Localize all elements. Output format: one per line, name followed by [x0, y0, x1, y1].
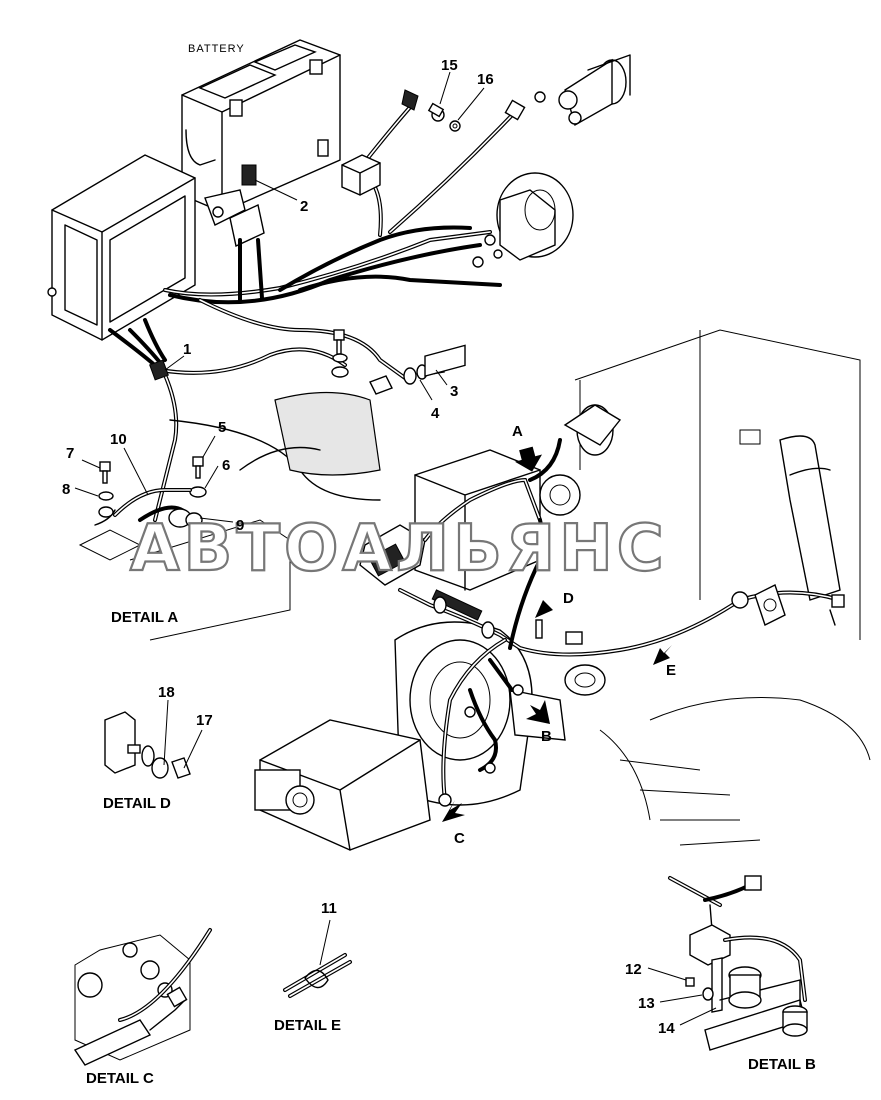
detail-a-label: DETAIL A	[111, 609, 178, 626]
view-letter-d: D	[563, 590, 574, 607]
terminal-15-16	[401, 89, 546, 132]
callout-9: 9	[236, 517, 244, 534]
engine-block	[574, 329, 871, 846]
detail-b-drawing	[668, 875, 808, 1051]
control-box	[47, 154, 196, 341]
callout-1: 1	[183, 341, 191, 358]
callout-4: 4	[431, 405, 440, 422]
view-arrow-letters: A B C D E	[454, 423, 676, 847]
callout-numbers: 1 2 3 4 5 6 7 8 9 10 11 12 13 14 15 16 1…	[62, 57, 675, 1037]
view-arrows	[442, 446, 672, 822]
callout-8: 8	[62, 481, 70, 498]
alternator	[472, 172, 574, 268]
detail-c-drawing	[73, 928, 212, 1066]
view-letter-a: A	[512, 423, 523, 440]
callout-11: 11	[321, 900, 337, 917]
callout-15: 15	[441, 57, 458, 74]
starter-motor-top	[558, 54, 631, 127]
view-letter-c: C	[454, 830, 465, 847]
detail-b-label: DETAIL B	[748, 1056, 816, 1073]
relay-module	[341, 154, 381, 196]
detail-a-drawing	[78, 391, 381, 641]
callout-10: 10	[110, 431, 127, 448]
callout-12: 12	[625, 961, 642, 978]
detail-c-label: DETAIL C	[86, 1070, 154, 1087]
leader-lines	[74, 71, 717, 1026]
control-module-a	[359, 524, 426, 586]
callout-2: 2	[300, 198, 308, 215]
pump-harness	[398, 438, 845, 807]
view-letter-b: B	[541, 728, 552, 745]
view-letter-e: E	[666, 662, 676, 679]
battery	[181, 39, 341, 213]
callout-14: 14	[658, 1020, 675, 1037]
detail-labels: DETAIL A DETAIL B DETAIL C DETAIL D DETA…	[86, 609, 816, 1087]
relay-bracket	[204, 189, 265, 248]
battery-label: BATTERY	[188, 43, 245, 55]
callout-16: 16	[477, 71, 494, 88]
callout-13: 13	[638, 995, 655, 1012]
watermark: АВТОАЛЬЯНС	[130, 512, 668, 586]
callout-3: 3	[450, 383, 458, 400]
callout-18: 18	[158, 684, 175, 701]
detail-d-label: DETAIL D	[103, 795, 171, 812]
callout-7: 7	[66, 445, 74, 462]
callout-5: 5	[218, 419, 226, 436]
detail-e-label: DETAIL E	[274, 1017, 341, 1034]
detail-d-drawing	[104, 711, 191, 779]
callout-17: 17	[196, 712, 213, 729]
detail-e-drawing	[283, 953, 352, 998]
callout-6: 6	[222, 457, 230, 474]
